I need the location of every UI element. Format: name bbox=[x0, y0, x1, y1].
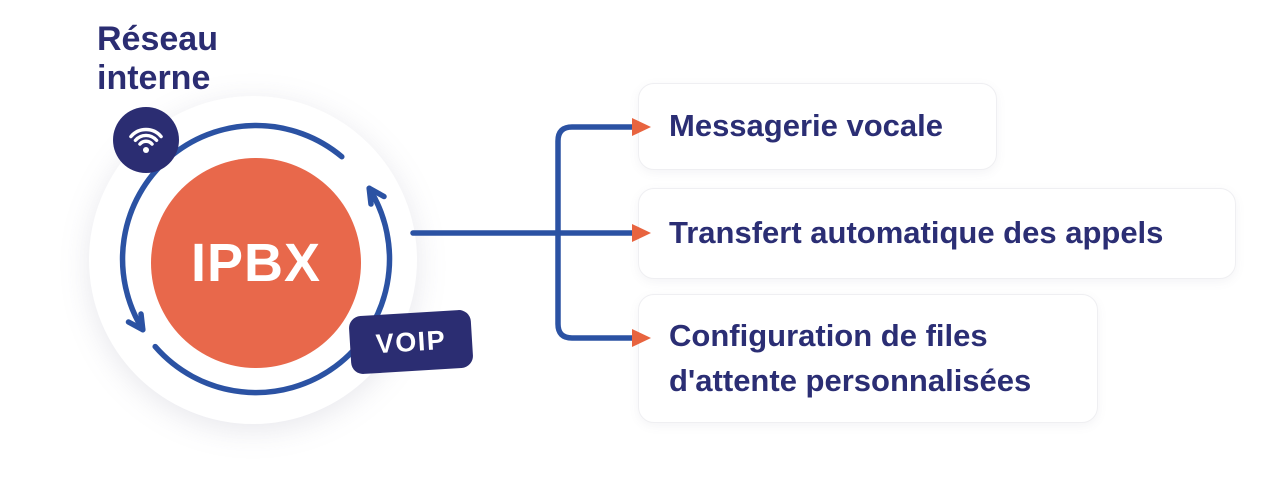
hub-label: IPBX bbox=[190, 233, 322, 293]
feature-box-files-attente: Configuration de files d'attente personn… bbox=[638, 294, 1098, 423]
feature-label: Configuration de files d'attente personn… bbox=[669, 318, 1032, 398]
feature-label: Transfert automatique des appels bbox=[669, 215, 1164, 251]
network-label: Réseau interne bbox=[97, 20, 218, 98]
hub-circle: IPBX bbox=[151, 158, 361, 368]
voip-label: VOIP bbox=[374, 324, 448, 359]
wifi-icon bbox=[129, 127, 163, 153]
voip-badge: VOIP bbox=[348, 309, 474, 375]
connector-branch-line bbox=[555, 124, 635, 341]
feature-label: Messagerie vocale bbox=[669, 108, 944, 144]
network-badge bbox=[113, 107, 179, 173]
feature-box-transfert: Transfert automatique des appels bbox=[638, 188, 1236, 279]
feature-box-messagerie: Messagerie vocale bbox=[638, 83, 997, 170]
